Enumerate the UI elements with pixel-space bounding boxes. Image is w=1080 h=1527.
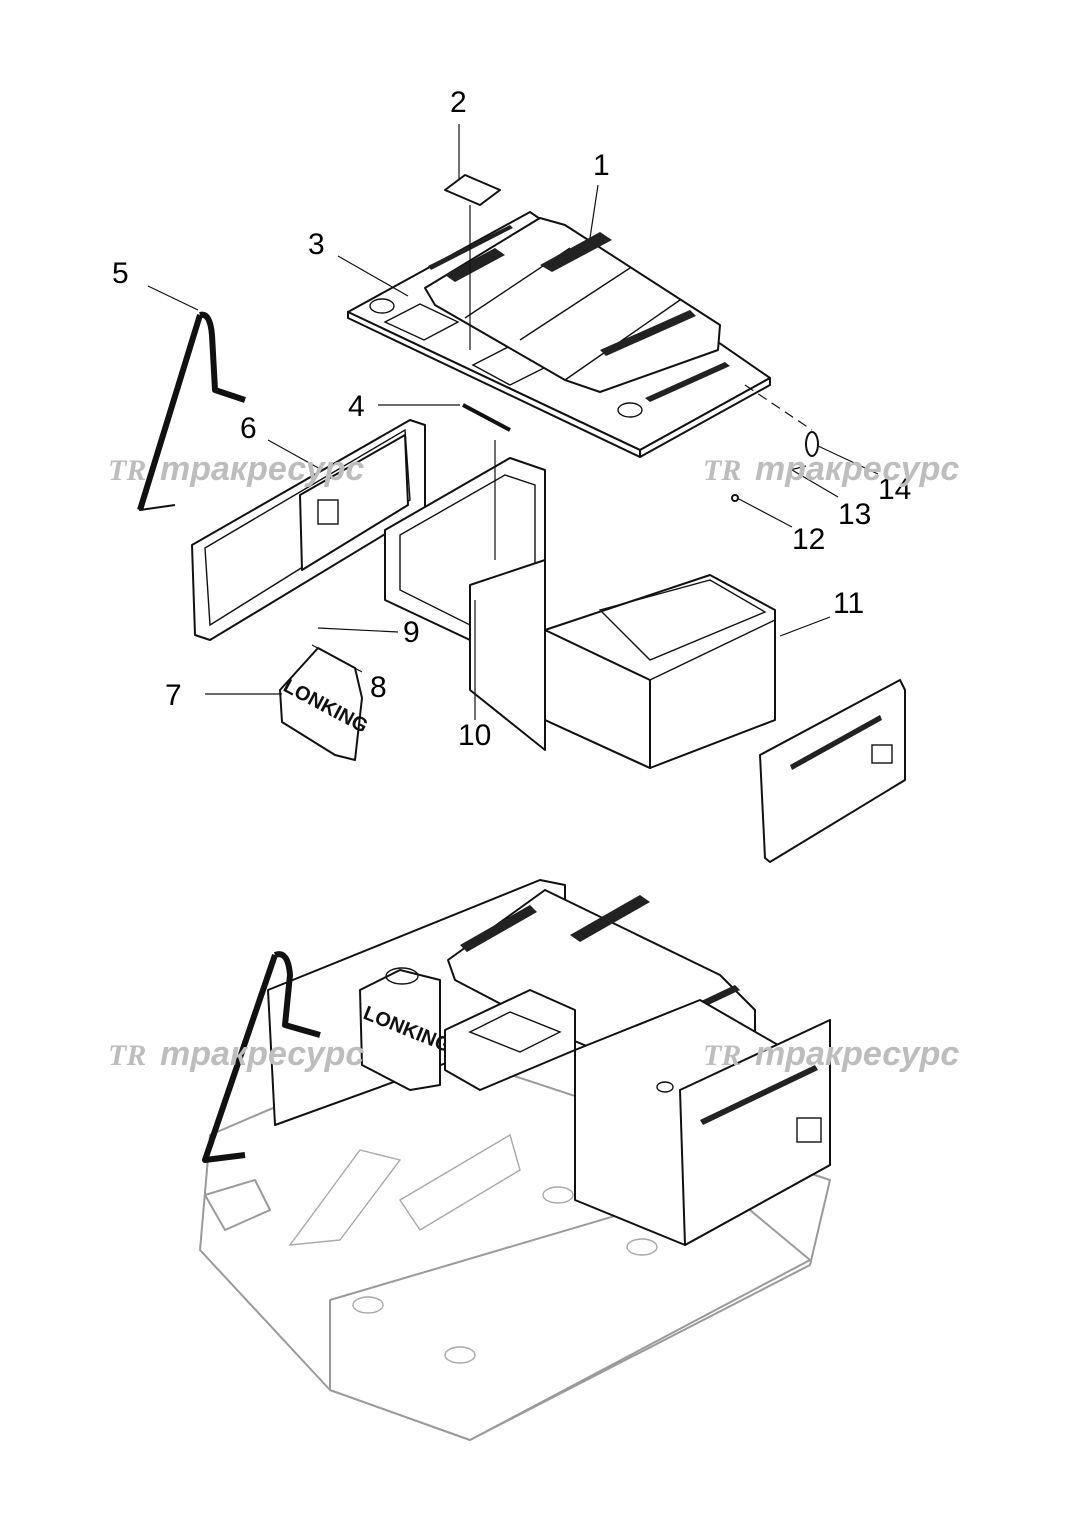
svg-text:тракресурс: тракресурс — [755, 1035, 959, 1073]
rear-frame — [544, 574, 776, 769]
support-rod — [462, 403, 511, 432]
watermark-2: TR тракресурс — [703, 450, 959, 488]
watermark-1: TR тракресурс — [108, 450, 364, 488]
callout-13: 13 — [791, 469, 871, 531]
callout-8: 8 — [311, 644, 387, 704]
svg-text:12: 12 — [792, 523, 825, 556]
callout-11: 11 — [779, 587, 864, 637]
brand-cover-panel: LONKING — [279, 647, 371, 761]
svg-text:TR: TR — [108, 1039, 146, 1072]
svg-text:TR: TR — [703, 454, 741, 487]
svg-text:8: 8 — [370, 671, 387, 704]
callout-14: 14 — [817, 445, 911, 506]
svg-text:13: 13 — [838, 498, 871, 531]
svg-text:тракресурс: тракресурс — [755, 450, 959, 488]
center-frame — [384, 440, 546, 751]
callout-10: 10 — [458, 600, 491, 752]
watermark-4: TR тракресурс — [703, 1035, 959, 1073]
svg-text:9: 9 — [403, 616, 420, 649]
svg-text:10: 10 — [458, 719, 491, 752]
engine-hood — [424, 217, 721, 393]
callout-1: 1 — [589, 149, 610, 239]
svg-text:2: 2 — [450, 86, 467, 119]
svg-text:4: 4 — [348, 390, 365, 423]
svg-text:5: 5 — [112, 257, 129, 290]
callout-7: 7 — [165, 679, 282, 712]
svg-text:1: 1 — [593, 149, 610, 182]
callout-5: 5 — [112, 257, 199, 311]
callout-2: 2 — [450, 86, 467, 180]
svg-text:3: 3 — [308, 228, 325, 261]
svg-text:7: 7 — [165, 679, 182, 712]
assembled-machine: LONKING — [202, 879, 831, 1246]
handrail — [137, 311, 246, 511]
left-door-panel — [191, 419, 426, 641]
callout-9: 9 — [317, 616, 420, 649]
callout-6: 6 — [240, 412, 323, 471]
svg-text:11: 11 — [833, 587, 864, 620]
svg-text:TR: TR — [108, 454, 146, 487]
cover-plate-small — [444, 174, 501, 350]
svg-text:TR: TR — [703, 1039, 741, 1072]
latch-hardware — [731, 384, 819, 502]
svg-text:тракресурс: тракресурс — [160, 1035, 364, 1073]
svg-text:тракресурс: тракресурс — [160, 450, 364, 488]
watermark-3: TR тракресурс — [108, 1035, 364, 1073]
callout-3: 3 — [308, 228, 409, 297]
svg-text:6: 6 — [240, 412, 257, 445]
callout-12: 12 — [736, 497, 825, 556]
right-side-door — [759, 679, 906, 863]
callout-4: 4 — [348, 390, 460, 423]
svg-text:14: 14 — [878, 473, 911, 506]
